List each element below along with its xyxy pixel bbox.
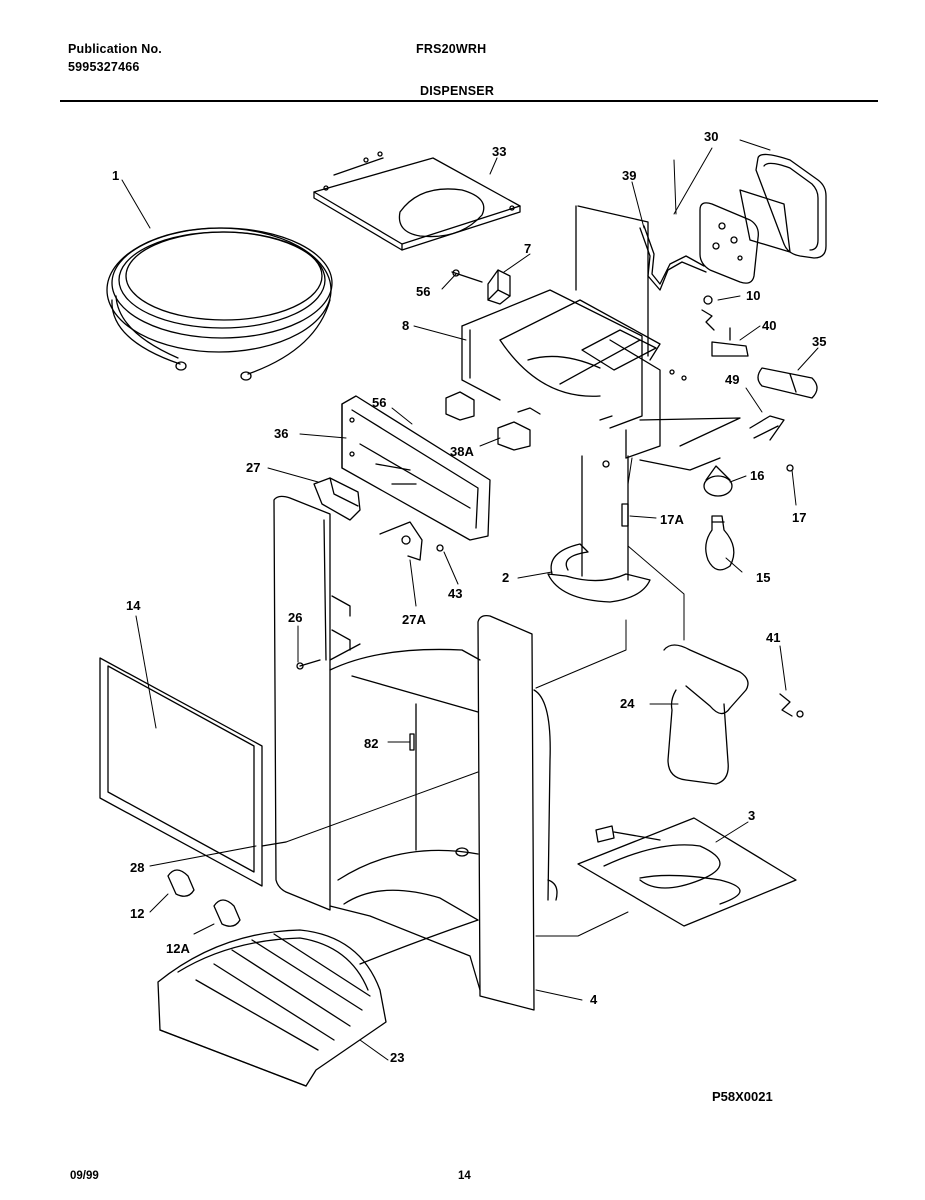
callout-35: 35 (812, 334, 826, 349)
publication-number: 5995327466 (68, 60, 140, 74)
switches (445, 391, 613, 468)
callout-24: 24 (620, 696, 635, 711)
small-bracket (313, 477, 361, 521)
tubing-coil (106, 227, 333, 381)
left-column (273, 495, 361, 911)
spring-41 (779, 693, 804, 718)
callout-17: 17 (792, 510, 806, 525)
model-number: FRS20WRH (416, 42, 487, 56)
door-panel (99, 657, 287, 887)
screw-43 (436, 544, 444, 552)
callout-3: 3 (748, 808, 755, 823)
callout-10: 10 (746, 288, 760, 303)
callout-56-top: 56 (416, 284, 430, 299)
figure-code: P58X0021 (712, 1089, 773, 1104)
callout-14: 14 (126, 598, 141, 613)
callout-23: 23 (390, 1050, 404, 1065)
callout-36: 36 (274, 426, 288, 441)
callout-38a: 38A (450, 444, 474, 459)
screw-top (451, 269, 483, 283)
spring-part (701, 295, 715, 331)
collar-part (547, 455, 651, 603)
callout-15: 15 (756, 570, 770, 585)
header-rule (60, 100, 878, 102)
callout-2: 2 (502, 570, 509, 585)
screw-82 (409, 733, 415, 751)
callout-27a: 27A (402, 612, 426, 627)
page-number: 14 (458, 1170, 471, 1182)
dispenser-housing (461, 205, 741, 471)
callout-12: 12 (130, 906, 144, 921)
connector-40 (711, 327, 749, 357)
callout-39: 39 (622, 168, 636, 183)
callout-16: 16 (750, 468, 764, 483)
publication-label: Publication No. (68, 42, 162, 56)
callout-82: 82 (364, 736, 378, 751)
callout-40: 40 (762, 318, 776, 333)
screw-17a (621, 503, 629, 527)
callout-1: 1 (112, 168, 119, 183)
callout-26: 26 (288, 610, 302, 625)
base-frame (329, 648, 558, 991)
callout-17a: 17A (660, 512, 684, 527)
bracket-panel (341, 395, 491, 541)
section-title: DISPENSER (420, 84, 495, 98)
drip-tray (157, 919, 479, 1087)
wire-harness (639, 225, 707, 291)
callout-8: 8 (402, 318, 409, 333)
lever-part (379, 521, 423, 561)
right-column (477, 614, 551, 1011)
leader-lines (121, 139, 819, 1061)
callout-27: 27 (246, 460, 260, 475)
callout-4: 4 (590, 992, 598, 1007)
paddle-lever (663, 644, 749, 785)
cover-plate (313, 151, 521, 251)
light-bulb (705, 515, 735, 571)
callout-30: 30 (704, 129, 718, 144)
clip-49 (749, 415, 785, 441)
callout-41: 41 (766, 630, 780, 645)
callout-33: 33 (492, 144, 506, 159)
actuator-assembly (699, 153, 827, 284)
callout-49: 49 (725, 372, 739, 387)
lamp-socket (703, 464, 794, 497)
callout-28: 28 (130, 860, 144, 875)
callout-12a: 12A (166, 941, 190, 956)
footer-date: 09/99 (70, 1170, 99, 1182)
clip-12a (213, 899, 241, 927)
callout-56-mid: 56 (372, 395, 386, 410)
heater-tube (757, 367, 818, 399)
clip-12 (167, 869, 195, 897)
clip-part (487, 269, 511, 305)
heater-pad (577, 817, 797, 927)
callout-7: 7 (524, 241, 531, 256)
callout-43: 43 (448, 586, 462, 601)
